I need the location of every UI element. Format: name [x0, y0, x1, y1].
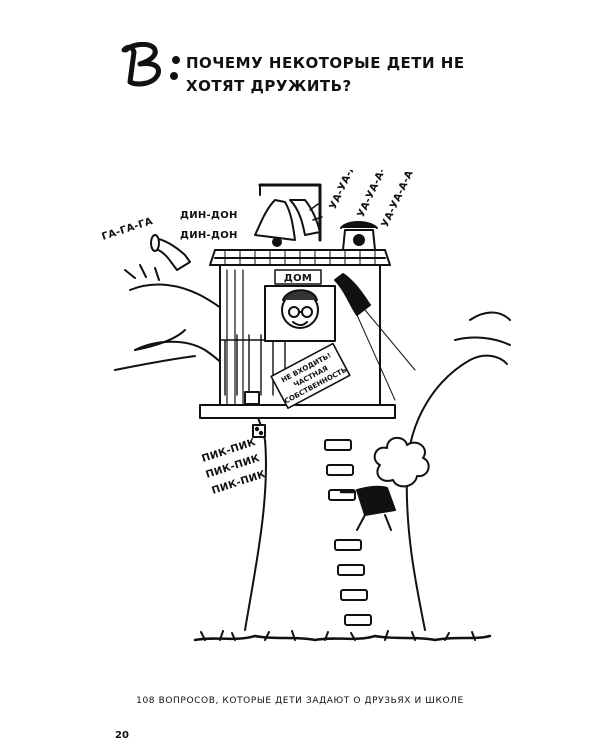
- climbing-kid: [339, 436, 430, 531]
- ladder: [324, 439, 372, 626]
- house-sign-text: ДОМ: [284, 273, 312, 284]
- sound-phone-3: УА-УА-А-А: [380, 170, 416, 229]
- page-number: 20: [115, 730, 129, 741]
- tree-branch: [124, 264, 160, 281]
- lamp-icon: [334, 273, 416, 401]
- dice-icon: [252, 424, 266, 438]
- sound-bell-2: ДИН-ДОН: [180, 230, 238, 241]
- running-title: 108 вопросов, которые дети задают о друз…: [136, 696, 464, 706]
- telephone-icon: [340, 221, 378, 251]
- kid-in-window: [281, 289, 319, 329]
- sound-bell-1: ДИН-ДОН: [180, 210, 238, 221]
- horn-icon: [150, 234, 191, 271]
- question-title: Почему некоторые дети не хотят дружить?: [186, 54, 465, 95]
- sound-horn: ГА-ГА-ГА: [101, 216, 155, 243]
- sound-phone-1: УА-УА-А-А: [328, 170, 364, 211]
- box-icon: [244, 391, 260, 405]
- bell-icon: [254, 183, 323, 247]
- question-marker: В:: [121, 42, 180, 87]
- tree-house-illustration: ДОМ НЕ ВХОДИТЬ! ЧАСТНАЯ СОБСТВЕННОСТЬ: [101, 170, 511, 642]
- house-sign: [274, 269, 322, 285]
